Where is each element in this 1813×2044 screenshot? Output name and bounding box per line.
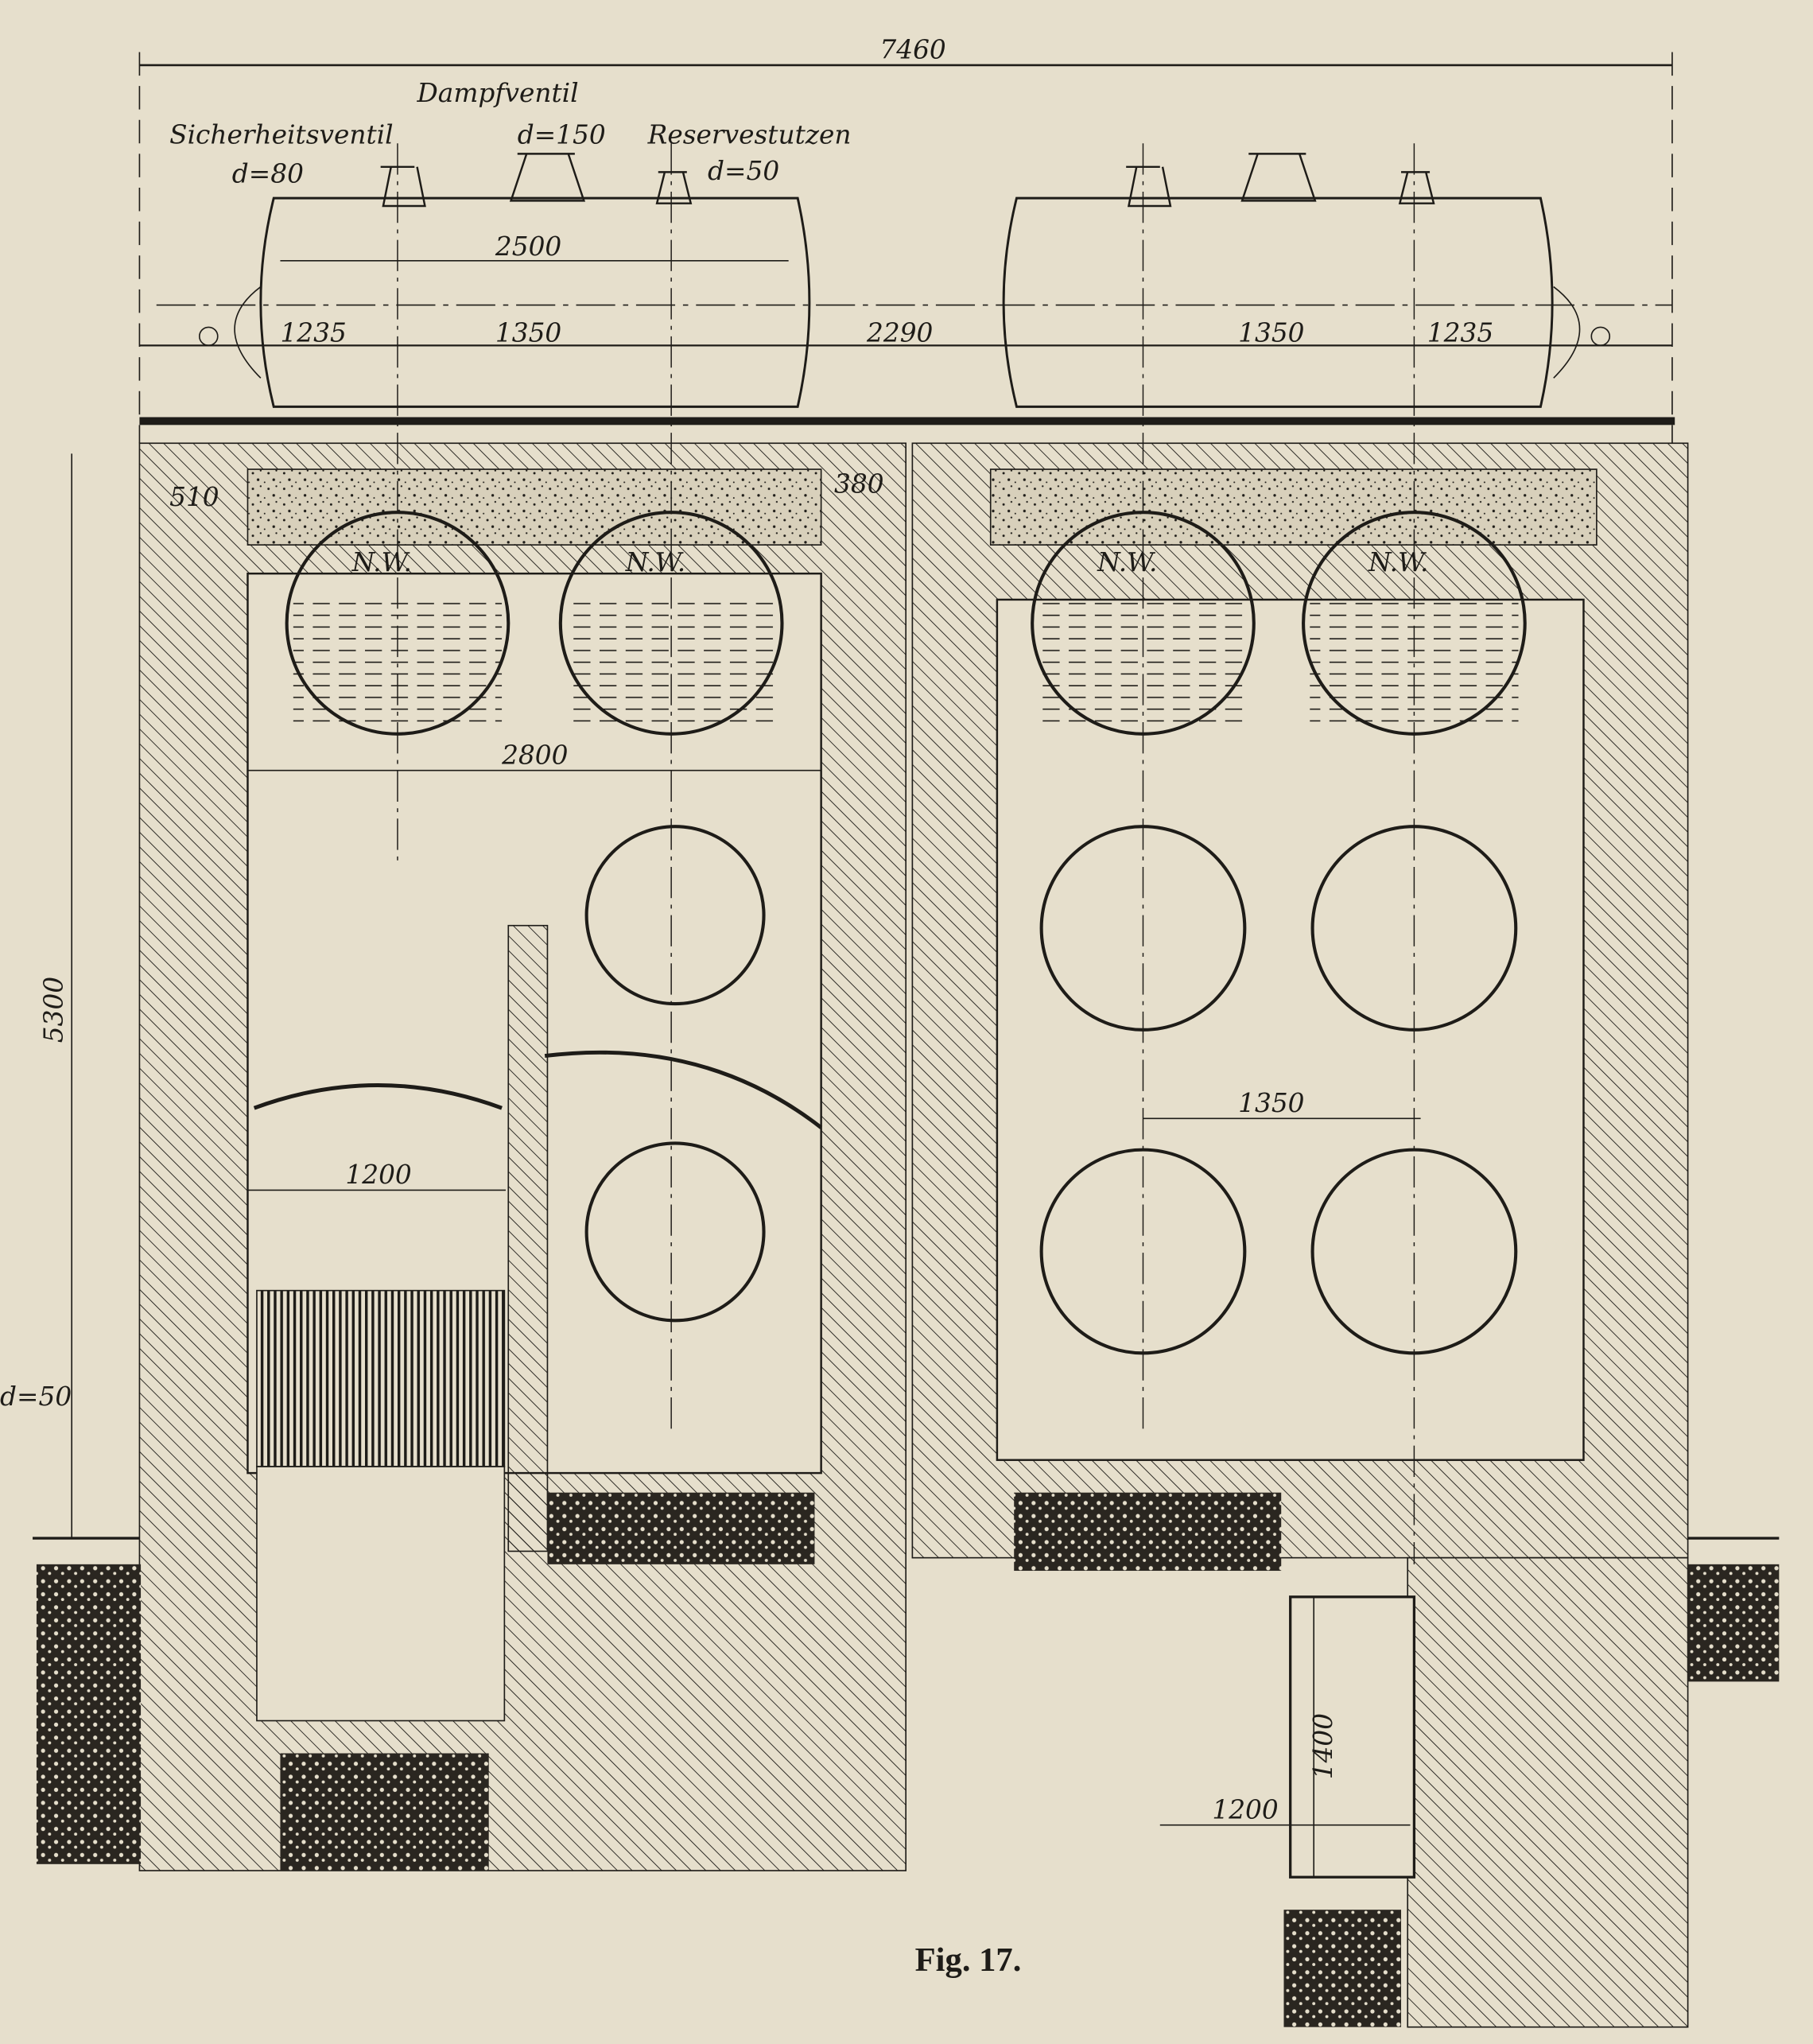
- label-reserve-nozzle: Reservestutzen: [647, 119, 852, 150]
- label-water-level: N.W.: [1368, 547, 1428, 577]
- top-drum-right: [1002, 153, 1611, 408]
- dim-grate-width: 1200: [345, 1160, 411, 1190]
- figure-caption: Fig. 17.: [915, 1941, 1022, 1979]
- dim-seg-between: 2290: [866, 317, 933, 348]
- dim-seg-right-end: 1235: [1427, 317, 1493, 348]
- label-safety-valve-d: d=80: [232, 158, 304, 188]
- lower-tube: [584, 1141, 766, 1323]
- label-steam-valve-d: d=150: [518, 119, 606, 150]
- dim-seg-left-mid: 1350: [495, 317, 561, 348]
- dim-pit-height: 1400: [1308, 1713, 1338, 1779]
- dim-tube-spacing: 1350: [1238, 1088, 1304, 1118]
- dim-seg-right-mid: 1350: [1238, 317, 1304, 348]
- label-safety-valve: Sicherheitsventil: [169, 119, 394, 150]
- dim-drum-length: 2500: [495, 231, 561, 262]
- masonry-walls: [138, 442, 1689, 2028]
- dim-pit-width: 1200: [1212, 1794, 1278, 1824]
- label-edge-d: d=50: [0, 1381, 72, 1412]
- dim-wall-left: 510: [169, 482, 219, 512]
- dim-height: 5300: [39, 977, 69, 1043]
- dim-seg-left-end: 1235: [280, 317, 346, 348]
- overall-dimension: 7460: [138, 35, 1673, 444]
- label-water-level: N.W.: [1097, 547, 1157, 577]
- dim-overall-width: 7460: [879, 35, 945, 65]
- ground: [33, 1492, 1780, 2027]
- label-steam-valve: Dampfventil: [417, 78, 579, 108]
- dim-chamber-width: 2800: [501, 740, 568, 770]
- label-reserve-nozzle-d: d=50: [708, 156, 779, 186]
- dim-wall-mid: 380: [834, 469, 884, 499]
- support-beam: [139, 417, 1675, 426]
- grate: [256, 1289, 506, 1467]
- center-lines: [397, 143, 1415, 1564]
- label-water-level: N.W.: [351, 547, 412, 577]
- label-water-level: N.W.: [625, 547, 685, 577]
- lower-tube: [584, 825, 766, 1006]
- top-drum-left: [199, 153, 811, 408]
